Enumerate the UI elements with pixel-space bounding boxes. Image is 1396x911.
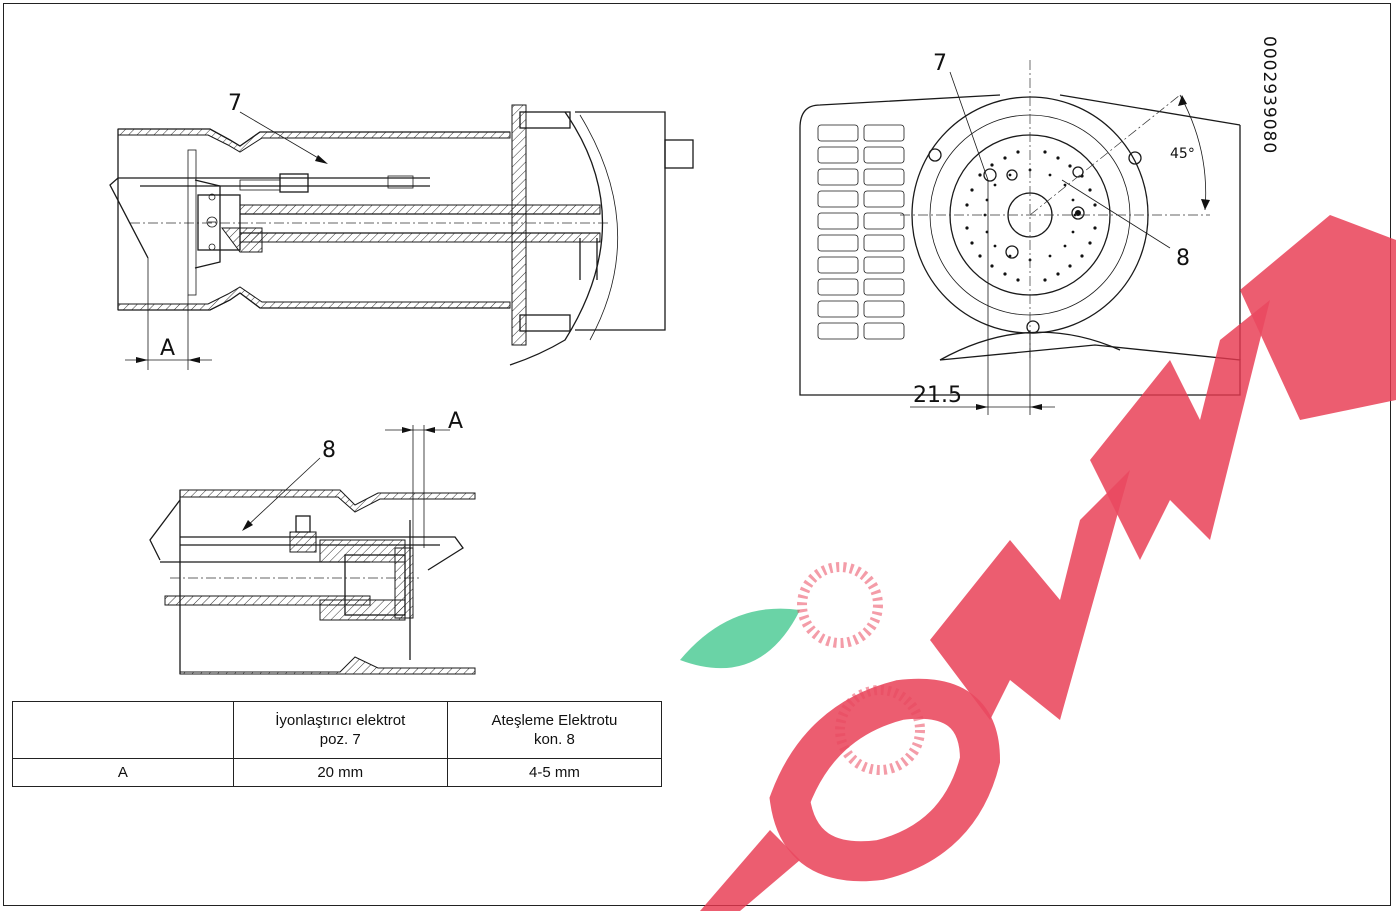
ignition-electrode-ref-left: 8 xyxy=(322,438,336,463)
dimension-a-label-top: A xyxy=(160,336,175,361)
ionization-electrode-ref-right: 7 xyxy=(933,51,947,76)
table-cell-ionization: 20 mm xyxy=(232,758,448,787)
electrode-spec-table: İyonlaştırıcı elektrot poz. 7 Ateşleme E… xyxy=(12,701,663,787)
dimension-a-label-bottom: A xyxy=(448,409,463,434)
table-cell-param: A xyxy=(12,758,234,787)
air-slot-grid xyxy=(817,124,905,340)
table-header-empty xyxy=(12,701,234,759)
table-cell-ignition: 4-5 mm xyxy=(446,758,663,787)
table-header-ionization: İyonlaştırıcı elektrot poz. 7 xyxy=(232,701,448,759)
header-ignition-line2: kon. 8 xyxy=(533,731,575,748)
angle-label: 45° xyxy=(1170,146,1195,162)
header-ignition-line1: Ateşleme Elektrotu xyxy=(491,712,618,729)
table-header-ignition: Ateşleme Elektrotu kon. 8 xyxy=(446,701,663,759)
table-header-row: İyonlaştırıcı elektrot poz. 7 Ateşleme E… xyxy=(12,701,663,759)
perforation-pattern xyxy=(965,150,1097,282)
ionization-electrode-ref-left: 7 xyxy=(228,91,242,116)
table-row: A 20 mm 4-5 mm xyxy=(12,758,663,787)
side-view-ignition: A 8 xyxy=(149,409,476,675)
header-ionization-line2: poz. 7 xyxy=(319,731,361,748)
drawing-code: 0002939080 xyxy=(1259,36,1279,154)
front-view-head: 45° 7 8 21.5 xyxy=(799,51,1241,415)
header-ionization-line1: İyonlaştırıcı elektrot xyxy=(275,712,406,729)
drawing-frame xyxy=(3,3,1391,906)
ignition-electrode-ref-right: 8 xyxy=(1176,246,1190,271)
side-view-ionization: A 7 xyxy=(109,91,694,370)
offset-dimension-label: 21.5 xyxy=(913,383,962,408)
